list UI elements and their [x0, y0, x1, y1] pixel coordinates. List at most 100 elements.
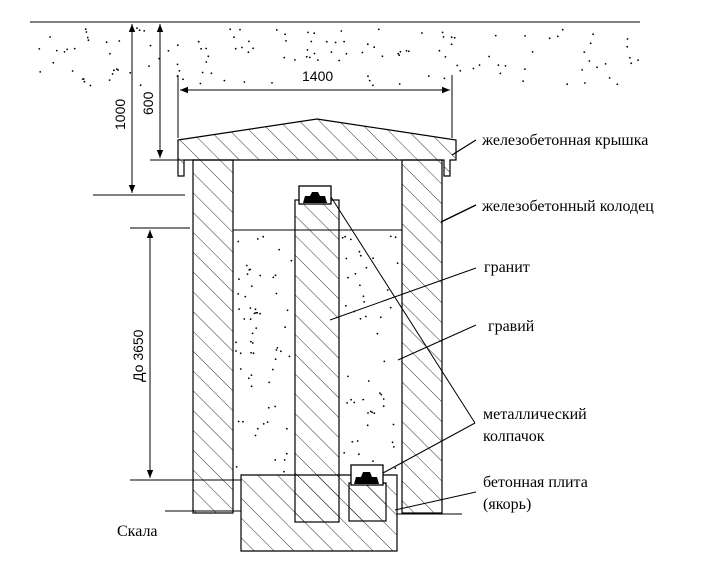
- texture-dot: [81, 78, 84, 80]
- texture-dot: [346, 402, 348, 404]
- texture-dot: [84, 28, 87, 31]
- texture-dot: [450, 36, 453, 39]
- texture-dot: [524, 35, 526, 37]
- texture-dot: [109, 52, 111, 55]
- texture-dot: [366, 43, 369, 46]
- texture-dot: [407, 50, 410, 53]
- texture-dot: [358, 453, 360, 456]
- texture-dot: [285, 452, 288, 455]
- texture-dot: [250, 385, 253, 388]
- texture-dot: [288, 355, 291, 358]
- texture-dot: [176, 63, 179, 66]
- texture-dot: [354, 272, 357, 275]
- texture-dot: [359, 317, 362, 320]
- texture-dot: [351, 440, 354, 443]
- texture-dot: [85, 31, 88, 33]
- texture-dot: [376, 332, 379, 335]
- texture-dot: [453, 36, 456, 39]
- texture-dot: [255, 327, 258, 329]
- texture-dot: [63, 51, 66, 53]
- texture-dot: [274, 358, 277, 361]
- texture-dot: [176, 44, 179, 47]
- texture-dot: [243, 81, 246, 83]
- gravel-texture: [235, 235, 399, 473]
- leader-granite: [329, 267, 477, 321]
- texture-dot: [379, 316, 382, 319]
- texture-dot: [629, 56, 631, 59]
- texture-dot: [148, 65, 150, 67]
- texture-dot: [272, 276, 275, 279]
- texture-dot: [115, 68, 118, 70]
- texture-dot: [566, 83, 569, 86]
- texture-dot: [341, 236, 344, 239]
- leader-gravel: [397, 324, 477, 361]
- texture-dot: [267, 406, 270, 409]
- texture-dot: [349, 238, 352, 241]
- leader-slab: [394, 491, 477, 511]
- texture-dot: [488, 55, 490, 58]
- texture-dot: [275, 349, 278, 351]
- texture-dot: [372, 84, 374, 87]
- texture-dot: [450, 43, 453, 46]
- texture-dot: [382, 398, 385, 400]
- texture-dot: [379, 392, 381, 394]
- leader-well: [440, 204, 477, 223]
- texture-dot: [361, 51, 364, 54]
- texture-dot: [252, 352, 255, 355]
- concrete-cover: [177, 118, 457, 177]
- texture-dot: [239, 368, 242, 370]
- texture-dot: [237, 240, 240, 243]
- texture-dot: [494, 34, 497, 37]
- texture-dot: [39, 71, 42, 73]
- texture-dot: [73, 47, 76, 50]
- metal-cap-bottom: [350, 464, 384, 486]
- texture-dot: [117, 69, 119, 71]
- texture-dot: [274, 405, 276, 408]
- texture-dot: [308, 56, 311, 59]
- texture-dot: [241, 46, 243, 49]
- texture-dot: [223, 79, 226, 82]
- label-concrete-slab-line2: (якорь): [483, 496, 531, 513]
- texture-dot: [398, 54, 401, 57]
- texture-dot: [345, 52, 348, 55]
- texture-dot: [247, 377, 250, 380]
- texture-dot: [200, 47, 203, 50]
- texture-dot: [283, 459, 286, 461]
- texture-dot: [87, 39, 90, 42]
- texture-dot: [284, 33, 286, 36]
- texture-dot: [581, 69, 583, 71]
- texture-dot: [522, 80, 524, 82]
- texture-dot: [275, 29, 278, 31]
- texture-dot: [391, 441, 394, 444]
- texture-dot: [178, 70, 181, 72]
- texture-dot: [343, 452, 346, 454]
- leader-cover: [451, 139, 477, 156]
- texture-dot: [283, 56, 286, 59]
- texture-dot: [358, 250, 361, 253]
- texture-dot: [259, 274, 262, 277]
- texture-dot: [275, 292, 278, 295]
- texture-dot: [278, 248, 280, 251]
- texture-dot: [362, 295, 365, 298]
- texture-dot: [365, 266, 368, 269]
- texture-dot: [392, 446, 395, 448]
- texture-dot: [105, 41, 108, 44]
- label-concrete-cover: железобетонная крышка: [481, 132, 648, 149]
- texture-dot: [252, 47, 255, 50]
- texture-dot: [442, 36, 445, 38]
- texture-dot: [353, 401, 356, 404]
- texture-dot: [381, 55, 384, 58]
- texture-dot: [201, 71, 204, 74]
- texture-dot: [637, 59, 639, 62]
- texture-dot: [548, 37, 551, 40]
- texture-dot: [583, 51, 586, 53]
- label-metal-cap-line2: колпачок: [483, 428, 545, 445]
- texture-dot: [284, 326, 286, 329]
- granite-column-short: [348, 482, 387, 522]
- texture-dot: [250, 285, 253, 287]
- texture-dot: [584, 82, 586, 84]
- texture-dot: [372, 257, 374, 260]
- texture-dot: [313, 52, 316, 55]
